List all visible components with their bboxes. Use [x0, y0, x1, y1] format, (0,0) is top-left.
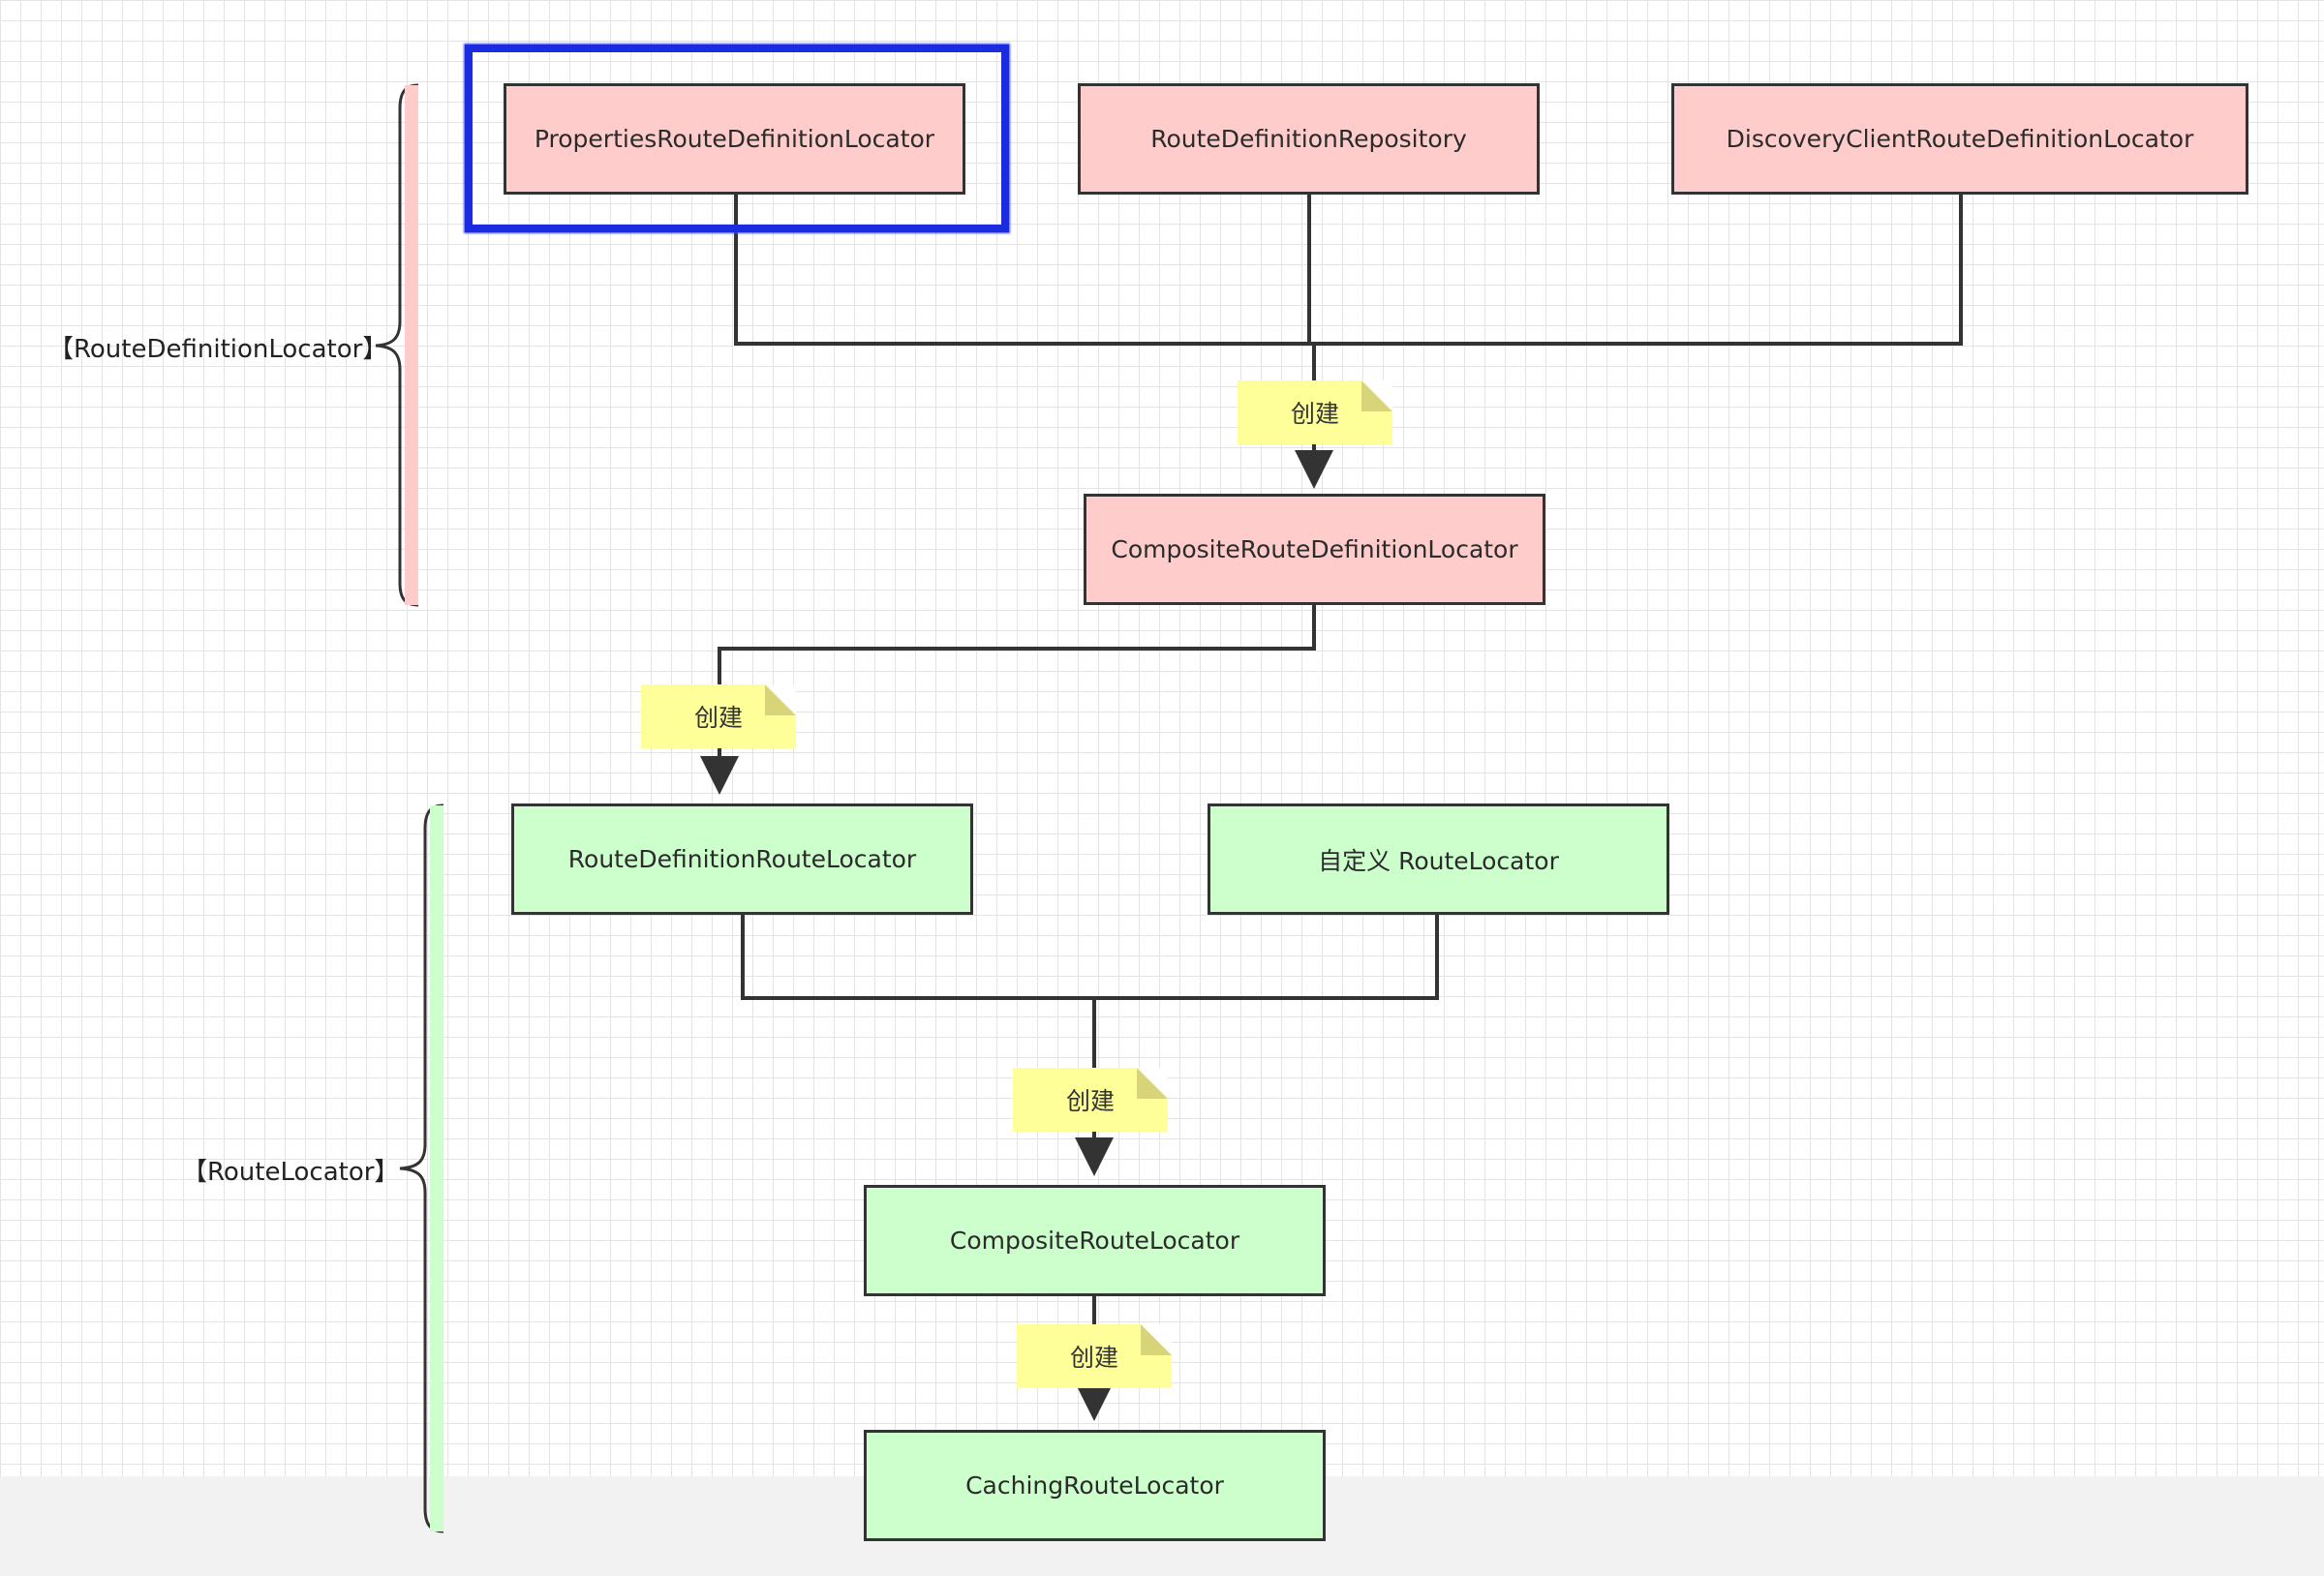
- connector-discovery: [1314, 194, 1963, 346]
- selection-highlight: [465, 45, 1009, 232]
- connector-route-definition-route-locator: [741, 914, 1094, 1000]
- connector-properties: [734, 194, 1314, 346]
- grid-background: [0, 0, 2324, 1476]
- node-composite-route-locator[interactable]: CompositeRouteLocator: [864, 1185, 1326, 1296]
- note-fold-icon: [1141, 1324, 1172, 1355]
- node-discovery-client-route-definition-locator[interactable]: DiscoveryClientRouteDefinitionLocator: [1671, 83, 2248, 195]
- note-create-4-label: 创建: [1069, 1344, 1118, 1372]
- note-create-3: 创建: [1013, 1068, 1168, 1132]
- route-definition-group-bar: [405, 85, 418, 605]
- node-route-definition-route-locator[interactable]: RouteDefinitionRouteLocator: [511, 803, 973, 915]
- node-caching-route-locator[interactable]: CachingRouteLocator: [864, 1430, 1326, 1541]
- note-create-1-label: 创建: [1290, 400, 1339, 428]
- note-create-1: 创建: [1238, 380, 1392, 444]
- node-route-definition-repository[interactable]: RouteDefinitionRepository: [1078, 83, 1540, 195]
- note-fold-icon: [1361, 380, 1392, 411]
- node-custom-route-locator[interactable]: 自定义 RouteLocator: [1208, 803, 1669, 915]
- connector-custom-route-locator: [1094, 914, 1439, 1000]
- brace-route-locator: [399, 803, 444, 1533]
- arrow-to-route-definition-route-locator: [700, 604, 1316, 795]
- group-label-route-definition-locator: 【RouteDefinitionLocator】: [48, 335, 388, 364]
- note-create-2: 创建: [641, 684, 796, 748]
- route-locator-group-bar: [430, 805, 443, 1531]
- note-create-3-label: 创建: [1065, 1087, 1115, 1115]
- note-create-2-label: 创建: [693, 704, 743, 732]
- note-fold-icon: [1137, 1068, 1168, 1099]
- node-properties-route-definition-locator[interactable]: PropertiesRouteDefinitionLocator: [504, 83, 965, 195]
- group-label-route-locator: 【RouteLocator】: [182, 1158, 400, 1187]
- node-composite-route-definition-locator[interactable]: CompositeRouteDefinitionLocator: [1084, 494, 1545, 605]
- note-create-4: 创建: [1017, 1324, 1172, 1388]
- note-fold-icon: [765, 684, 796, 715]
- brace-route-definition-locator: [375, 83, 419, 607]
